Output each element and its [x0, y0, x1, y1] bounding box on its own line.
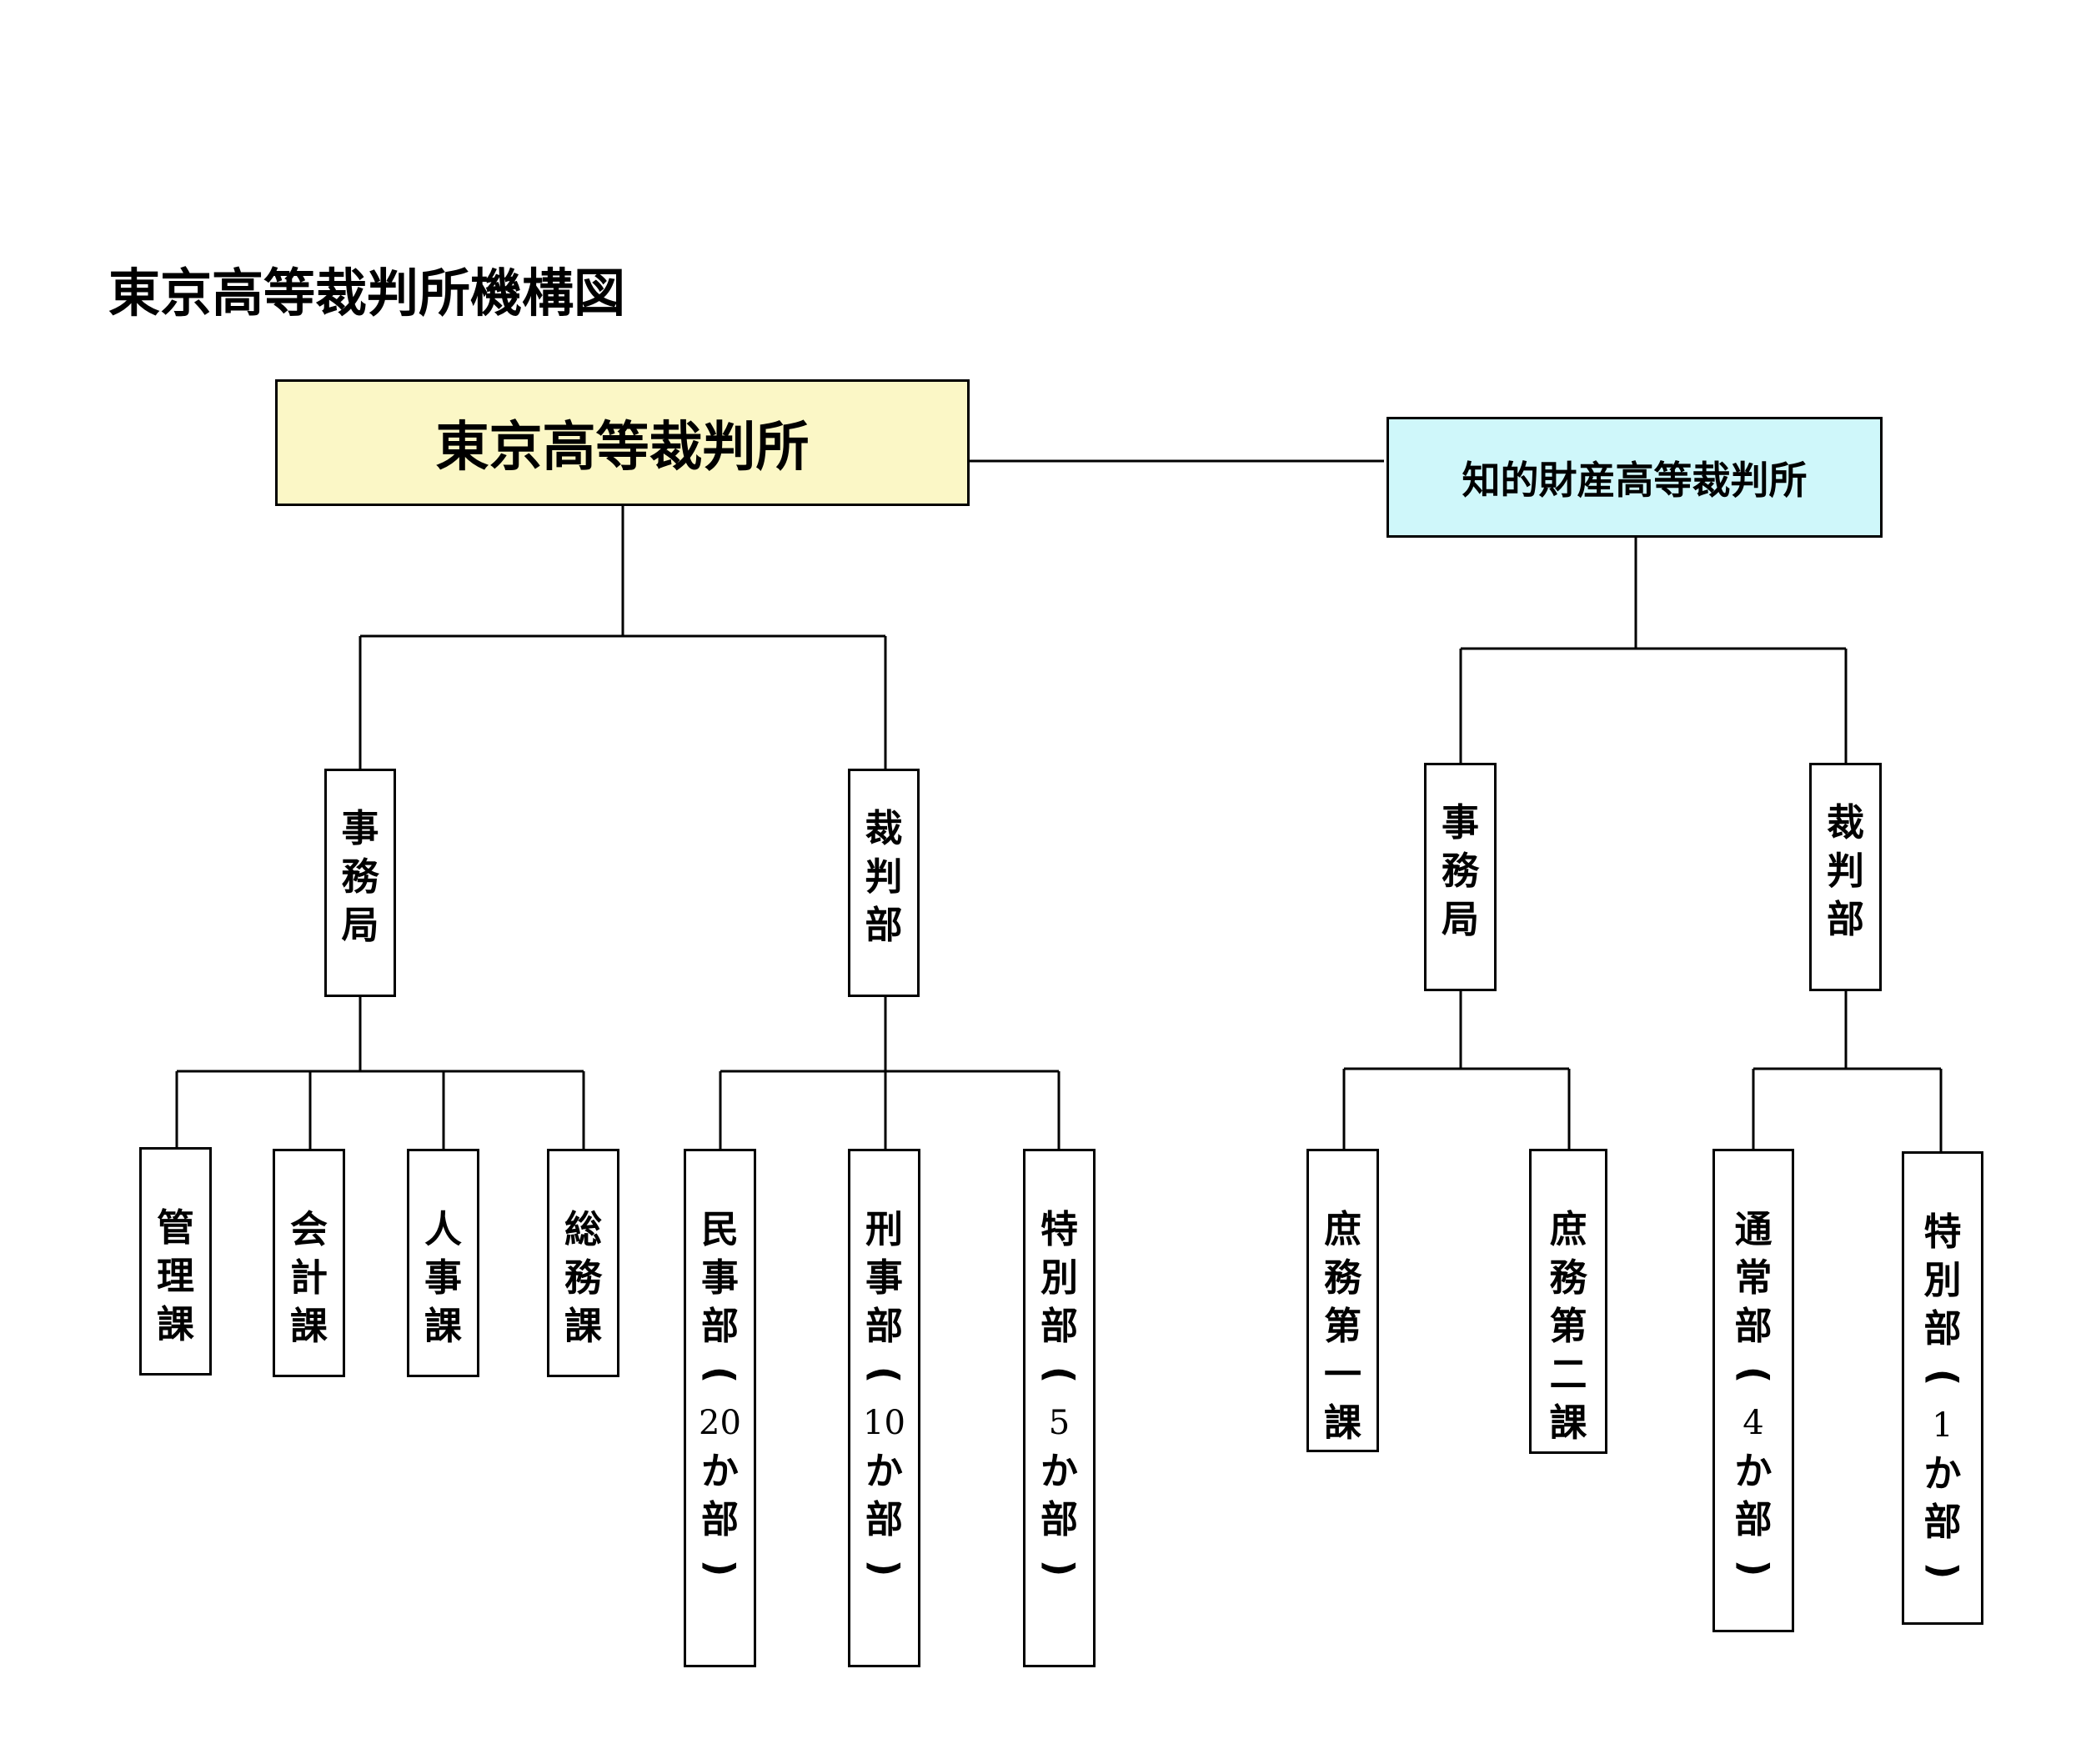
tokyo-secretariat-box: 事務局 [324, 769, 396, 997]
box-label: 総務課 [564, 1207, 602, 1348]
ip-unit-shomu-1: 庶務第一課 [1306, 1149, 1379, 1452]
ip-high-court-label: 知的財産高等裁判所 [1462, 457, 1808, 503]
tokyo-unit-soumu: 総務課 [547, 1149, 619, 1377]
box-label: 庶務第二課 [1549, 1207, 1587, 1445]
ip-high-court-box: 知的財産高等裁判所 [1386, 417, 1883, 538]
box-label: 裁判部 [1826, 800, 1864, 941]
page-title: 東京高等裁判所機構図 [108, 263, 626, 323]
tokyo-unit-jinji: 人事課 [407, 1149, 479, 1377]
tokyo-high-court-label: 東京高等裁判所 [435, 417, 810, 479]
box-label: 会計課 [289, 1207, 328, 1348]
box-label: 裁判部 [865, 806, 903, 947]
ip-judicial-box: 裁判部 [1809, 763, 1882, 991]
tokyo-judicial-box: 裁判部 [848, 769, 920, 997]
tokyo-unit-kanri: 管理課 [139, 1147, 212, 1376]
box-label: 人事課 [424, 1207, 462, 1348]
tokyo-high-court-box: 東京高等裁判所 [275, 379, 970, 506]
ip-secretariat-box: 事務局 [1424, 763, 1497, 991]
box-label: 事務局 [1441, 800, 1479, 941]
tokyo-unit-kaikei: 会計課 [273, 1149, 345, 1377]
ip-unit-shomu-2: 庶務第二課 [1529, 1149, 1607, 1454]
box-label: 庶務第一課 [1323, 1207, 1361, 1445]
box-label: 管理課 [156, 1205, 194, 1346]
box-label: 事務局 [341, 806, 379, 947]
